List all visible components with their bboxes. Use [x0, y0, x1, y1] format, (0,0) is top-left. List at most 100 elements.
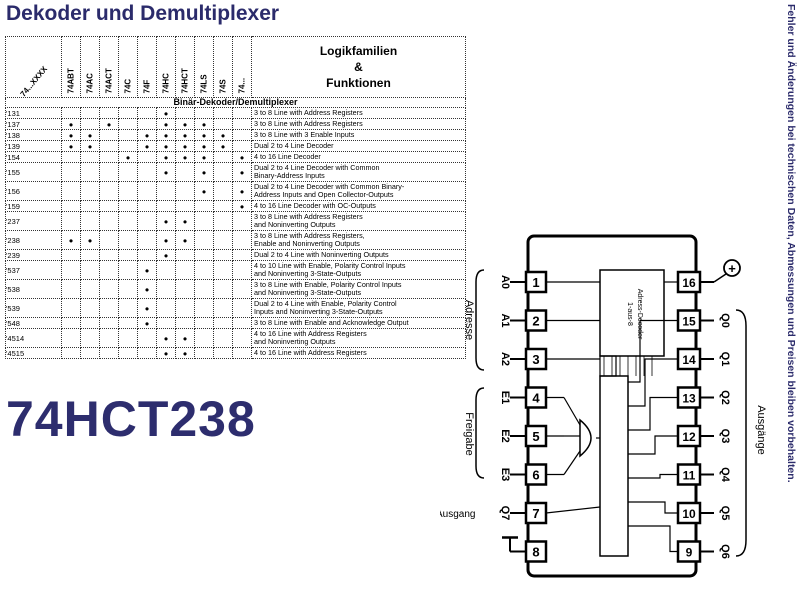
availability-cell — [137, 151, 157, 163]
availability-cell — [61, 151, 81, 163]
pin-number: 4 — [532, 391, 540, 406]
description-cell: 4 to 10 Line with Enable, Polarity Contr… — [251, 260, 466, 280]
availability-dot: ● — [182, 141, 188, 151]
pin-number: 5 — [532, 429, 539, 444]
availability-cell: ● — [232, 200, 252, 212]
availability-cell — [156, 279, 176, 299]
availability-dot: ● — [68, 141, 74, 151]
family-label: 74... — [237, 77, 247, 94]
availability-dot: ● — [144, 303, 150, 313]
description-cell: 3 to 8 Line with Enable, Polarity Contro… — [251, 279, 466, 299]
output-line — [545, 506, 601, 514]
family-header: 74AC — [80, 36, 100, 98]
availability-cell — [137, 107, 157, 119]
availability-cell — [156, 260, 176, 280]
availability-cell — [175, 181, 195, 201]
family-header: 74HCT — [175, 36, 195, 98]
availability-cell — [175, 317, 195, 329]
availability-cell: ● — [194, 118, 214, 130]
availability-cell — [232, 107, 252, 119]
availability-dot: ● — [163, 108, 169, 118]
availability-cell — [99, 249, 119, 261]
description-line: Binary-Address Inputs — [254, 171, 325, 180]
availability-dot: ● — [201, 119, 207, 129]
availability-cell — [175, 200, 195, 212]
availability-cell — [61, 249, 81, 261]
availability-cell: ● — [213, 129, 233, 141]
availability-cell — [213, 211, 233, 231]
availability-cell — [61, 162, 81, 182]
description-line: and Noninverting 3-State-Outputs — [254, 288, 362, 297]
availability-cell — [118, 129, 138, 141]
availability-cell — [194, 249, 214, 261]
availability-cell — [99, 260, 119, 280]
output-line — [628, 473, 678, 479]
disclaimer-note: Fehler und Änderungen bei technischen Da… — [785, 4, 797, 483]
description-line: Dual 2 to 4 Line with Enable, Polarity C… — [254, 298, 397, 308]
pin-label: Q2 — [719, 390, 731, 405]
pin-number: 7 — [532, 506, 539, 521]
enable-line — [563, 450, 581, 475]
availability-cell — [118, 347, 138, 359]
availability-cell — [118, 181, 138, 201]
availability-cell — [137, 162, 157, 182]
output-line — [628, 501, 678, 514]
logic-header-line: & — [354, 60, 363, 74]
availability-cell: ● — [175, 140, 195, 152]
availability-cell — [213, 162, 233, 182]
description-cell: 4 to 16 Line Decoder with OC-Outputs — [251, 200, 466, 212]
availability-cell — [118, 260, 138, 280]
type-header: 74...XXXX — [5, 36, 62, 99]
availability-cell — [175, 279, 195, 299]
part-cell: '159 — [5, 200, 62, 212]
ausgaenge-bracket — [735, 309, 747, 557]
description-line: 3 to 8 Line with 3 Enable Inputs — [254, 129, 355, 139]
availability-cell: ● — [118, 151, 138, 163]
description-cell: 3 to 8 Line with Address Registers — [251, 118, 466, 130]
availability-cell — [137, 118, 157, 130]
availability-cell — [232, 317, 252, 329]
availability-cell: ● — [137, 298, 157, 318]
availability-cell: ● — [156, 151, 176, 163]
description-line: Inputs and Noninverting 3-State-Outputs — [254, 307, 383, 316]
availability-cell: ● — [156, 129, 176, 141]
availability-cell — [118, 230, 138, 250]
availability-cell: ● — [194, 129, 214, 141]
part-cell: '154 — [5, 151, 62, 163]
availability-cell — [175, 260, 195, 280]
availability-cell: ● — [61, 118, 81, 130]
availability-cell: ● — [194, 181, 214, 201]
freigabe-bracket — [475, 387, 485, 479]
availability-dot: ● — [220, 141, 226, 151]
availability-cell: ● — [137, 317, 157, 329]
enable-gate — [579, 418, 592, 458]
availability-cell — [80, 249, 100, 261]
availability-cell — [80, 107, 100, 119]
part-cell: '238 — [5, 230, 62, 250]
ic-package-outline — [526, 234, 698, 578]
availability-dot: ● — [201, 130, 207, 140]
availability-cell — [213, 298, 233, 318]
availability-cell — [137, 328, 157, 348]
availability-cell — [99, 298, 119, 318]
pin-number: 1 — [532, 275, 539, 290]
table-row: '155●●●Dual 2 to 4 Line Decoder with Com… — [5, 162, 466, 182]
description-line: Dual 2 to 4 Line Decoder with Common — [254, 162, 380, 172]
availability-cell: ● — [156, 118, 176, 130]
page-title: Dekoder und Demultiplexer — [6, 2, 280, 25]
availability-cell: ● — [194, 162, 214, 182]
availability-dot: ● — [201, 141, 207, 151]
availability-dot: ● — [239, 186, 245, 196]
description-line: 3 to 8 Line with Address Registers, — [254, 230, 365, 240]
availability-cell — [213, 118, 233, 130]
availability-cell: ● — [175, 129, 195, 141]
availability-dot: ● — [182, 333, 188, 343]
availability-cell: ● — [213, 140, 233, 152]
description-line: 4 to 10 Line with Enable, Polarity Contr… — [254, 260, 406, 270]
description-line: 3 to 8 Line with Enable, Polarity Contro… — [254, 279, 402, 289]
availability-cell — [232, 328, 252, 348]
pin-label: Q7 — [499, 506, 511, 521]
table-row: '159 ●4 to 16 Line Decoder with OC-Output… — [5, 200, 466, 212]
description-cell: Dual 2 to 4 Line Decoder — [251, 140, 466, 152]
availability-cell — [213, 328, 233, 348]
